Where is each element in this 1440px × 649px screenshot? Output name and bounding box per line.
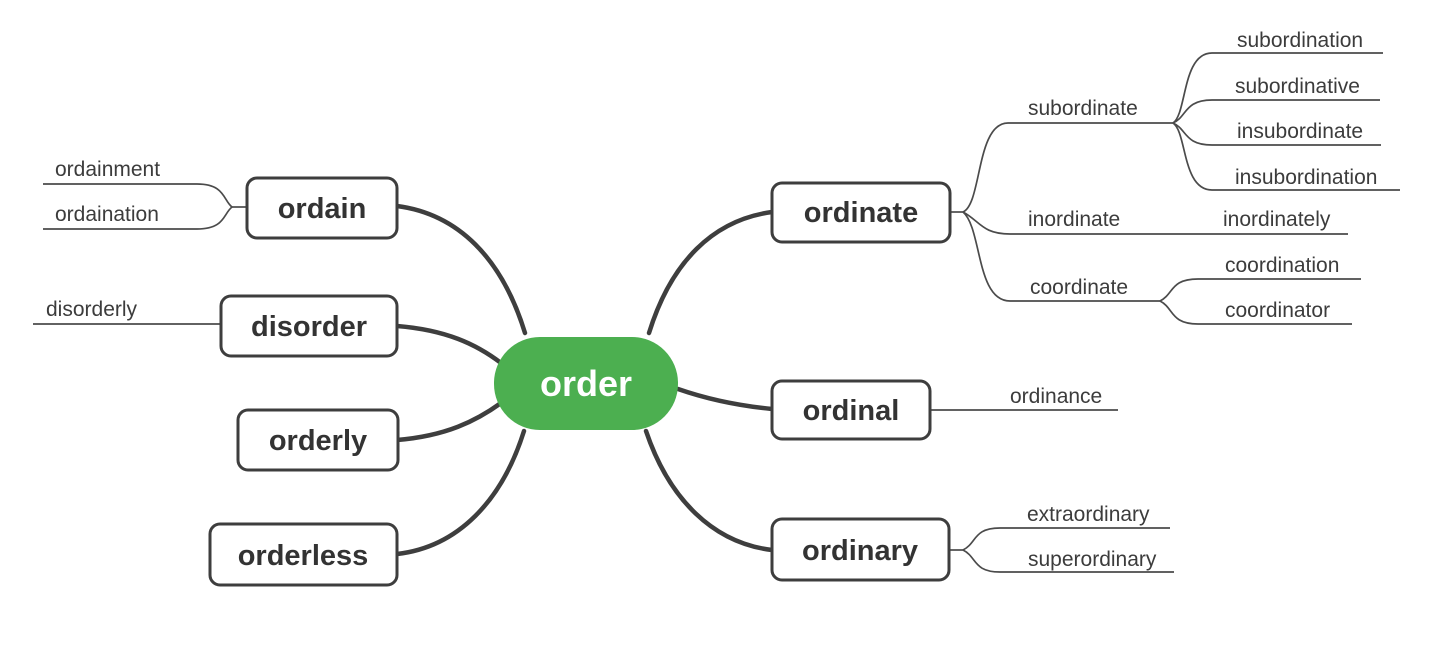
line-ordaination: [43, 206, 233, 230]
node-ordain[interactable]: ordain: [245, 176, 399, 240]
subtopic-ordaination[interactable]: ordaination: [55, 203, 159, 226]
line-subordination: [1172, 52, 1383, 124]
line-subordinative: [1172, 99, 1380, 124]
root-node[interactable]: order: [494, 337, 678, 430]
node-orderless-label[interactable]: orderless: [238, 540, 369, 572]
subtopic-coordinate[interactable]: coordinate: [1030, 276, 1128, 299]
line-ordainment: [43, 183, 233, 208]
node-ordinate[interactable]: ordinate: [770, 181, 952, 244]
line-insubordinate: [1172, 122, 1381, 146]
subtopics-left: ordainment ordaination disorderly: [46, 158, 160, 321]
subtopic-inordinate[interactable]: inordinate: [1028, 208, 1120, 231]
subtopic-ordinance[interactable]: ordinance: [1010, 385, 1102, 408]
subtopic-coordination[interactable]: coordination: [1225, 254, 1339, 277]
line-coordinator: [1159, 300, 1352, 325]
node-disorder-box[interactable]: [219, 294, 399, 358]
node-orderly-box[interactable]: [236, 408, 400, 472]
line-insubordination: [1172, 122, 1400, 191]
line-coordinate: [962, 211, 1160, 302]
node-ordinary[interactable]: ordinary: [770, 517, 951, 582]
subtopic-inordinately[interactable]: inordinately: [1223, 208, 1331, 231]
subtopic-insubordinate[interactable]: insubordinate: [1237, 120, 1363, 143]
subtopic-ordainment[interactable]: ordainment: [55, 158, 160, 181]
node-disorder-label[interactable]: disorder: [251, 311, 367, 343]
connector-root-disorder: [394, 323, 504, 366]
node-ordain-box[interactable]: [245, 176, 399, 240]
node-orderly-label[interactable]: orderly: [269, 425, 367, 457]
connector-root-ordinary: [643, 428, 775, 553]
subtopic-extraordinary[interactable]: extraordinary: [1027, 503, 1150, 526]
node-orderly[interactable]: orderly: [236, 408, 400, 472]
node-ordinal-box[interactable]: [770, 379, 932, 441]
subtopic-subordinate[interactable]: subordinate: [1028, 97, 1138, 120]
connector-root-ordain: [394, 203, 528, 336]
connector-root-ordinate: [646, 209, 775, 336]
subtopic-lines: [33, 52, 1400, 573]
subtopics-right: subordinate subordination subordinative …: [1010, 29, 1377, 571]
root-node-label[interactable]: order: [540, 363, 632, 404]
node-orderless-box[interactable]: [208, 522, 399, 587]
node-ordinal[interactable]: ordinal: [770, 379, 932, 441]
root-node-pill[interactable]: [494, 337, 678, 430]
node-ordinal-label[interactable]: ordinal: [803, 395, 900, 427]
subtopic-disorderly[interactable]: disorderly: [46, 298, 138, 321]
line-coordination: [1159, 278, 1361, 302]
subtopic-superordinary[interactable]: superordinary: [1028, 548, 1157, 571]
connector-root-ordinal: [675, 386, 775, 412]
subtopic-subordination[interactable]: subordination: [1237, 29, 1363, 52]
subtopic-subordinative[interactable]: subordinative: [1235, 75, 1360, 98]
connector-root-orderless: [394, 428, 527, 557]
node-orderless[interactable]: orderless: [208, 522, 399, 587]
line-inordinate: [962, 211, 1348, 235]
line-extraordinary: [962, 527, 1170, 551]
line-superordinary: [962, 549, 1174, 573]
subtopic-insubordination[interactable]: insubordination: [1235, 166, 1377, 189]
branch-connectors: [394, 203, 775, 557]
node-disorder[interactable]: disorder: [219, 294, 399, 358]
node-ordinate-box[interactable]: [770, 181, 952, 244]
line-subordinate: [962, 122, 1173, 213]
connector-root-orderly: [394, 400, 504, 443]
node-ordain-label[interactable]: ordain: [278, 193, 367, 225]
node-ordinary-box[interactable]: [770, 517, 951, 582]
node-ordinary-label[interactable]: ordinary: [802, 535, 918, 567]
subtopic-coordinator[interactable]: coordinator: [1225, 299, 1330, 322]
node-ordinate-label[interactable]: ordinate: [804, 197, 918, 229]
